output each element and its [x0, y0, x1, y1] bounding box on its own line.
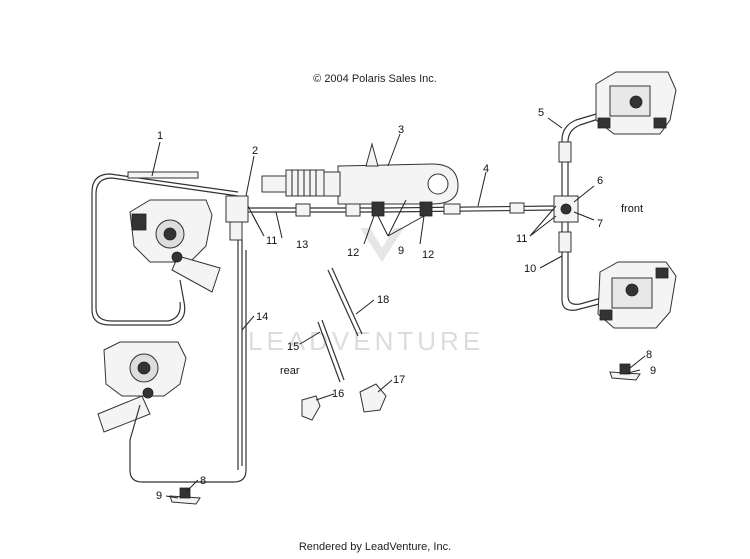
callout-11-front: 11: [516, 233, 527, 245]
callout-5: 5: [538, 107, 544, 119]
callout-9-master: 9: [398, 245, 404, 257]
rear-annotation: rear: [280, 365, 300, 377]
callout-labels: 1 2 3 4 5 6 7 8 8 9 9 9 10 11 11 12 12 1…: [156, 107, 656, 502]
callout-10: 10: [524, 263, 536, 275]
line-4: [383, 202, 557, 215]
master-cylinder: [261, 142, 459, 217]
callout-9-front: 9: [650, 365, 656, 377]
callout-6: 6: [597, 175, 603, 187]
rear-caliper-lower: [97, 250, 247, 483]
watermark: LEADVENTURE: [248, 228, 484, 356]
callout-12-right: 12: [422, 249, 434, 261]
callout-1: 1: [157, 130, 163, 142]
front-caliper-lower: [597, 261, 677, 329]
callout-8-front: 8: [646, 349, 652, 361]
callout-2: 2: [252, 145, 258, 157]
callout-18: 18: [377, 294, 389, 306]
rear-caliper-upper: [129, 199, 221, 293]
callout-9-rear: 9: [156, 490, 162, 502]
copyright-notice: © 2004 Polaris Sales Inc.: [313, 73, 437, 85]
callout-15: 15: [287, 341, 299, 353]
small-parts: [169, 267, 641, 505]
leader-lines: [151, 117, 646, 499]
line-13: [248, 203, 372, 217]
rear-tee-block: [225, 195, 249, 470]
callout-12-left: 12: [347, 247, 359, 259]
callout-8-rear: 8: [200, 475, 206, 487]
callout-14: 14: [256, 311, 268, 323]
callout-4: 4: [483, 163, 489, 175]
callout-16: 16: [332, 388, 344, 400]
callout-13: 13: [296, 239, 308, 251]
rear-brake-line-loop: [91, 171, 239, 326]
front-annotation: front: [621, 203, 643, 215]
callout-7: 7: [597, 218, 603, 230]
footer-credit: Rendered by LeadVenture, Inc.: [298, 541, 452, 553]
callout-3: 3: [398, 124, 404, 136]
watermark-text: LEADVENTURE: [248, 326, 484, 356]
callout-11-rear: 11: [266, 235, 277, 247]
front-caliper-upper: [595, 71, 677, 135]
callout-17: 17: [393, 374, 405, 386]
